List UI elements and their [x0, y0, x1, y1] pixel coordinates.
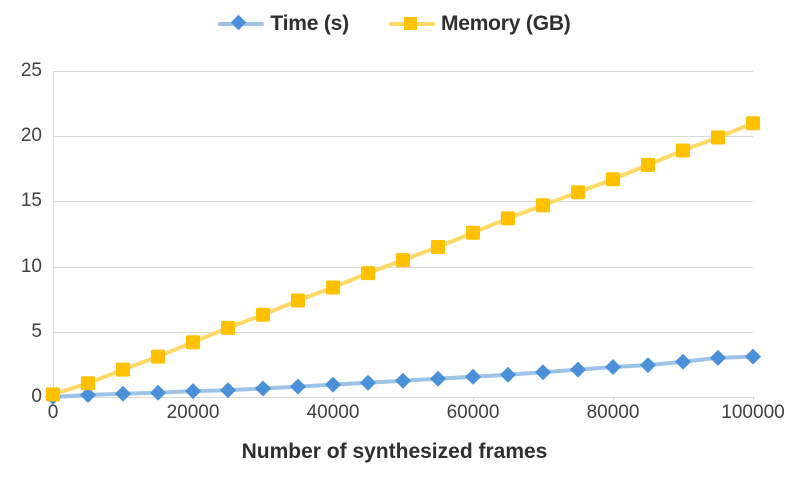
legend-label-memory: Memory (GB) [440, 12, 571, 35]
square-marker-icon [81, 376, 95, 391]
diamond-marker-icon [430, 370, 446, 387]
y-tick-label: 0 [31, 386, 42, 407]
y-tick-label: 25 [20, 60, 42, 81]
square-marker-icon [466, 225, 480, 240]
square-marker-icon [396, 253, 410, 268]
square-marker-icon [711, 130, 725, 145]
y-tick-label: 10 [20, 255, 42, 277]
square-marker-icon [186, 335, 200, 350]
square-marker-icon [641, 157, 655, 172]
diamond-marker-icon [710, 349, 726, 366]
diamond-marker-icon [605, 359, 621, 375]
gridline-y-20 [53, 136, 753, 137]
diamond-marker-icon [395, 372, 411, 389]
gridline-y-25 [53, 71, 753, 72]
x-tick-label: 100000 [721, 402, 785, 423]
diamond-marker-icon [290, 378, 306, 395]
y-axis-line [53, 71, 54, 398]
diamond-marker-icon [115, 385, 131, 402]
legend-entry-time[interactable]: Time (s) [218, 12, 349, 36]
square-marker-icon [676, 143, 690, 158]
gridline-y-15 [53, 201, 753, 202]
square-marker-icon [746, 116, 760, 131]
square-marker-icon [361, 266, 375, 281]
x-tick-label: 40000 [306, 402, 360, 423]
x-tick-mark [333, 397, 334, 401]
diamond-marker-icon [535, 364, 551, 381]
chart-legend: Time (s) Memory (GB) [0, 6, 789, 42]
square-marker-icon [431, 240, 445, 254]
x-tick-mark [473, 397, 474, 401]
diamond-marker-icon [570, 361, 586, 378]
diamond-marker-icon [325, 376, 341, 393]
x-tick-label: 60000 [446, 402, 500, 423]
x-tick-label: 20000 [166, 402, 220, 423]
x-axis-line [53, 397, 753, 398]
y-tick-label: 20 [20, 125, 42, 147]
x-tick-mark [193, 397, 194, 401]
diamond-marker-icon [465, 368, 481, 385]
y-tick-label: 5 [31, 320, 42, 342]
diamond-marker-icon [80, 387, 96, 403]
square-marker-icon [291, 293, 305, 308]
x-tick-mark [613, 397, 614, 401]
series-line-memory-gb [51, 121, 755, 397]
diamond-marker-icon [675, 353, 691, 370]
diamond-marker-icon [360, 374, 376, 391]
square-marker-icon [326, 280, 340, 295]
x-tick-mark [753, 397, 754, 401]
x-tick-mark [53, 397, 54, 401]
square-marker-icon [606, 172, 620, 187]
diamond-marker-icon [150, 384, 166, 401]
diamond-marker-icon [255, 380, 271, 397]
y-tick-label: 15 [20, 190, 42, 212]
square-marker-icon [388, 14, 435, 34]
gridline-y-5 [53, 332, 753, 333]
square-marker-icon [151, 349, 165, 364]
diamond-marker-icon [500, 366, 516, 383]
series-line-time-s [51, 354, 755, 399]
gridline-y-10 [53, 267, 753, 268]
square-marker-icon [116, 362, 130, 377]
square-marker-icon [501, 211, 515, 226]
diamond-marker-icon [218, 14, 265, 34]
square-marker-icon [571, 185, 585, 200]
x-axis-title: Number of synthesized frames [241, 440, 548, 463]
diamond-marker-icon [640, 357, 656, 374]
legend-label-time: Time (s) [270, 12, 349, 35]
diamond-marker-icon [745, 348, 761, 365]
x-tick-label: 0 [47, 402, 59, 423]
legend-entry-memory[interactable]: Memory (GB) [388, 12, 571, 36]
square-marker-icon [256, 307, 270, 322]
x-tick-label: 80000 [586, 402, 640, 423]
diamond-marker-icon [220, 382, 236, 399]
